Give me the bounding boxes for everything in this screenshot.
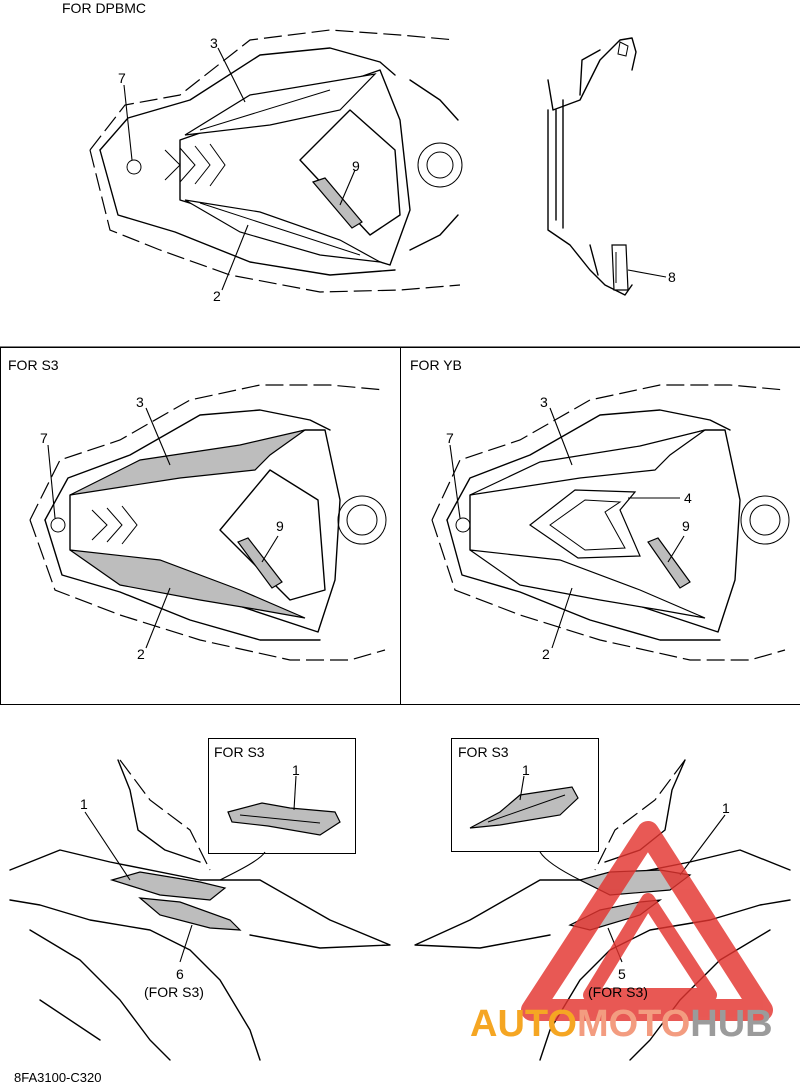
callout-8-top: 8 [668,269,676,285]
top-hood-outline [89,29,463,293]
footer-code: 8FA3100-C320 [14,1070,102,1085]
callout-5-br: 5 [618,966,626,982]
leader-7-top [123,84,133,161]
leader-3-right [549,407,573,466]
watermark-hub: HUB [690,1003,773,1045]
leader-7-right [449,444,461,519]
callout-7-right: 7 [446,430,454,446]
leader-9-right [667,535,685,563]
side-panel-view [547,37,637,296]
leader-7-left [47,444,56,519]
inset-left-frame [208,738,356,854]
callout-9-left: 9 [276,518,284,534]
callout-3-top: 3 [210,35,218,51]
callout-2-right: 2 [542,646,550,662]
leader-3-top [217,47,246,103]
left-panel-title: FOR S3 [8,357,59,373]
top-section-title: FOR DPBMC [62,0,146,16]
leader-3-left [145,407,171,466]
left-panel-frame [0,347,401,705]
leader-inset-right [519,775,525,801]
bottom-left-side-view [9,759,391,1061]
callout-9-right: 9 [682,518,690,534]
inset-left-title: FOR S3 [214,744,265,760]
callout-9-top: 9 [352,158,360,174]
right-panel-frame [400,347,800,705]
leader-1-br [679,814,726,876]
watermark-text: AUTOMOTOHUB [470,1004,773,1044]
leader-2-right [551,587,573,649]
callout-7-left: 7 [40,430,48,446]
leader-9-left [261,535,279,563]
callout-4-right: 4 [684,490,692,506]
callout-2-top: 2 [213,288,221,304]
leader-9-top [339,169,356,206]
inset-right-frame [451,738,599,852]
callout-6-bl: 6 [176,966,184,982]
leader-1-bl [84,811,131,881]
watermark-logo [521,821,773,1021]
callout-2-left: 2 [137,646,145,662]
callout-5-note: (FOR S3) [588,984,648,1000]
inset-left-decal [227,802,341,836]
watermark-auto: AUTO [470,1003,577,1045]
leader-2-top [221,224,249,291]
leader-6-bl [179,924,193,963]
leader-8-top [627,269,667,278]
callout-3-left: 3 [136,394,144,410]
callout-1-bl: 1 [80,796,88,812]
inset-right-title: FOR S3 [458,744,509,760]
right-panel-title: FOR YB [410,357,462,373]
left-panel-hood [29,384,387,661]
inset-right-callout: 1 [522,762,530,778]
callout-1-br: 1 [722,800,730,816]
inset-right-decal [469,786,579,829]
inset-left-callout: 1 [292,762,300,778]
callout-7-top: 7 [118,70,126,86]
right-panel-hood [431,384,790,661]
watermark-moto: MOTO [576,1003,691,1045]
callout-6-note: (FOR S3) [144,984,204,1000]
leader-2-left [145,587,171,649]
leader-inset-left [293,775,297,811]
callout-3-right: 3 [540,394,548,410]
